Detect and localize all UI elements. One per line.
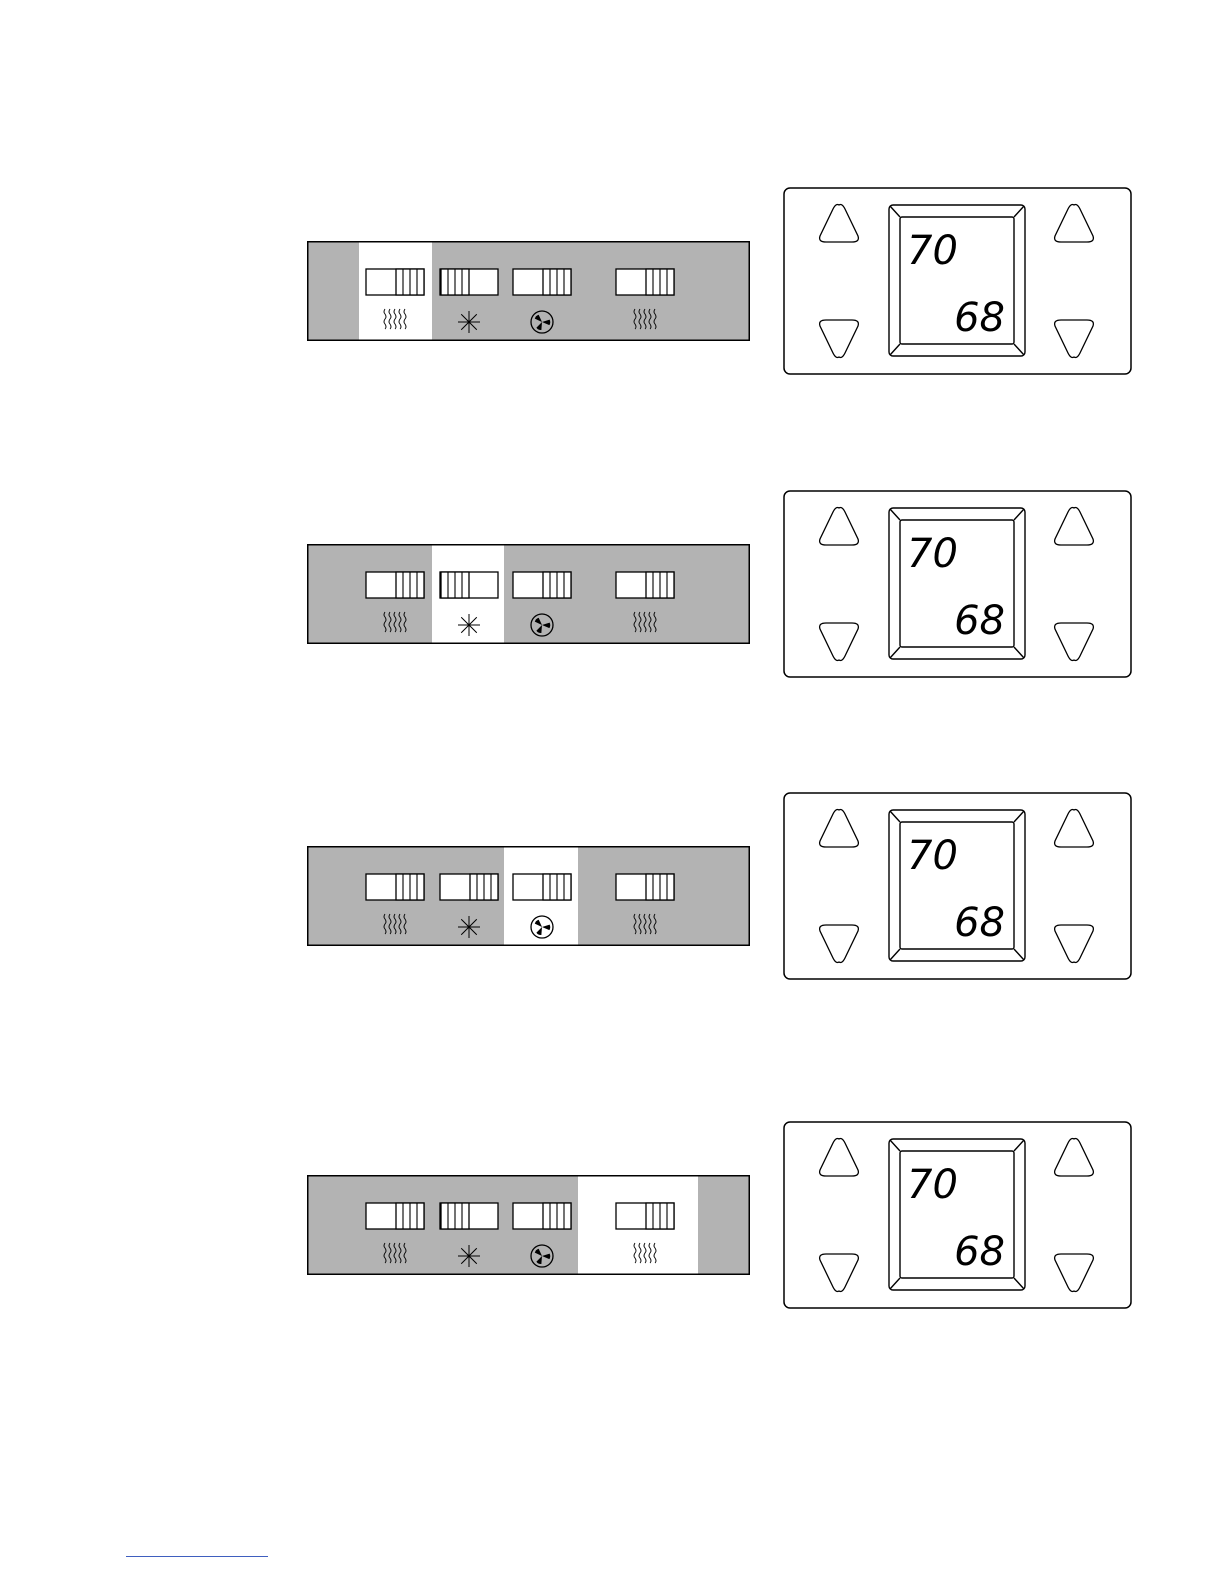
mode-switch-3[interactable] [513,1203,571,1229]
room-temperature: 68 [954,900,1005,946]
mode-switch-1[interactable] [366,1203,424,1229]
mode-switch-1[interactable] [366,269,424,295]
mode-switch-4[interactable] [616,874,674,900]
mode-switch-4[interactable] [616,269,674,295]
switch-panel [307,241,750,341]
switch-panel [307,846,750,946]
snowflake-icon [458,311,480,333]
switch-panel [307,544,750,644]
mode-switch-3[interactable] [513,269,571,295]
set-temperature: 70 [907,833,958,879]
set-temperature: 70 [907,531,958,577]
mode-switch-2[interactable] [440,1203,498,1229]
footnote-rule [126,1556,268,1557]
set-temperature: 70 [907,228,958,274]
snowflake-icon [458,614,480,636]
room-temperature: 68 [954,598,1005,644]
mode-switch-3[interactable] [513,572,571,598]
room-temperature: 68 [954,295,1005,341]
mode-switch-2[interactable] [440,269,498,295]
mode-switch-1[interactable] [366,874,424,900]
set-temperature: 70 [907,1162,958,1208]
mode-switch-2[interactable] [440,572,498,598]
mode-switch-4[interactable] [616,1203,674,1229]
mode-switch-3[interactable] [513,874,571,900]
mode-switch-4[interactable] [616,572,674,598]
mode-switch-1[interactable] [366,572,424,598]
room-temperature: 68 [954,1229,1005,1275]
snowflake-icon [458,1245,480,1267]
snowflake-icon [458,916,480,938]
mode-switch-2[interactable] [440,874,498,900]
switch-panel [307,1175,750,1275]
